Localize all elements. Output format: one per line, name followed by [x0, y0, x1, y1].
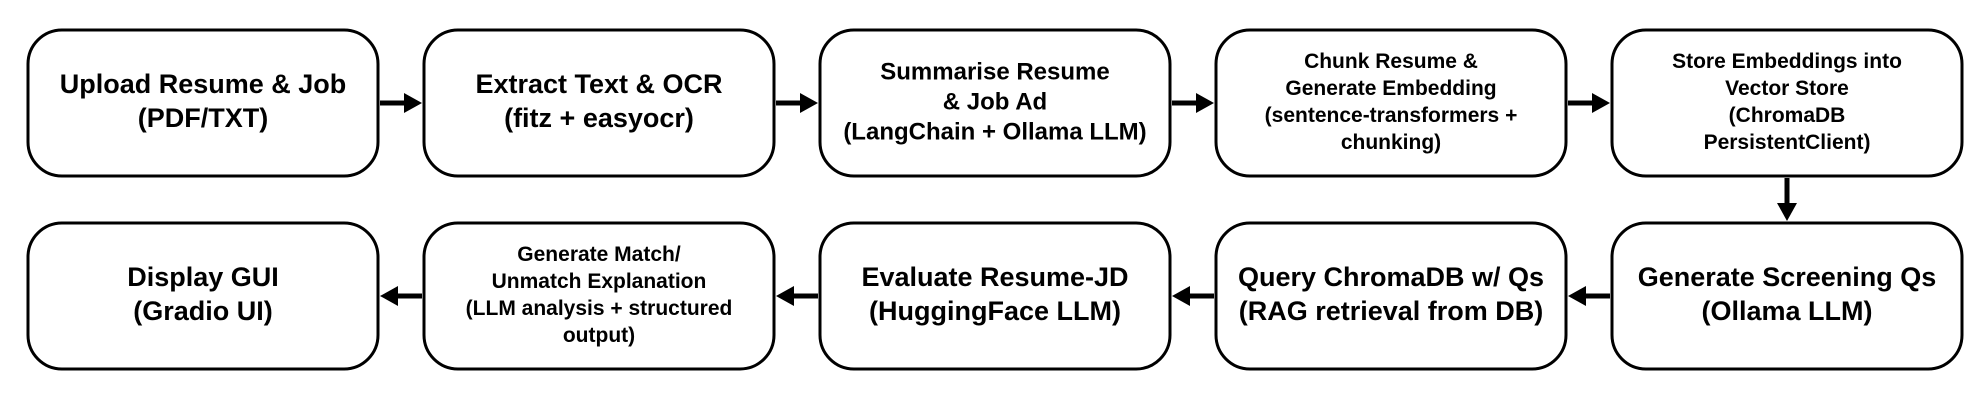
node-query: Query ChromaDB w/ Qs (RAG retrieval from … — [1214, 221, 1568, 371]
node-box-display — [26, 221, 380, 371]
node-box-store — [1610, 28, 1964, 178]
arrow-head-icon — [1172, 286, 1190, 306]
arrow-head-icon — [380, 286, 398, 306]
node-box-extract — [422, 28, 776, 178]
edge-query-to-evaluate — [1172, 286, 1214, 306]
node-label-evaluate-line-1: Evaluate Resume-JD — [861, 262, 1128, 292]
node-label-explain-line-1: Generate Match/ — [517, 243, 681, 266]
node-upload: Upload Resume & Job (PDF/TXT) — [26, 28, 380, 178]
arrow-head-icon — [800, 93, 818, 113]
edge-store-to-screening — [1777, 178, 1797, 221]
node-label-store-line-1: Store Embeddings into — [1672, 50, 1902, 73]
node-label-explain-line-4: output) — [563, 324, 635, 347]
node-chunk: Chunk Resume & Generate Embedding (sentenc… — [1214, 28, 1568, 178]
node-label-chunk-line-1: Chunk Resume & — [1304, 50, 1478, 73]
edge-chunk-to-store — [1568, 93, 1610, 113]
node-label-extract-line-1: Extract Text & OCR — [475, 69, 722, 99]
node-box-summarise — [818, 28, 1172, 178]
node-label-upload-line-1: Upload Resume & Job — [60, 69, 347, 99]
node-box-upload — [26, 28, 380, 178]
arrow-head-icon — [776, 286, 794, 306]
node-label-display-line-1: Display GUI — [127, 262, 279, 292]
node-box-query — [1214, 221, 1568, 371]
node-label-summarise-line-1: Summarise Resume — [880, 58, 1109, 85]
node-label-chunk-line-4: chunking) — [1341, 131, 1441, 154]
node-label-store-line-3: (ChromaDB — [1729, 104, 1846, 127]
node-box-explain — [422, 221, 776, 371]
node-label-screening-line-1: Generate Screening Qs — [1638, 262, 1937, 292]
node-label-summarise-line-2: & Job Ad — [943, 88, 1047, 115]
arrow-head-icon — [404, 93, 422, 113]
node-display: Display GUI (Gradio UI) — [26, 221, 380, 371]
edge-explain-to-display — [380, 286, 422, 306]
node-extract: Extract Text & OCR (fitz + easyocr) — [422, 28, 776, 178]
node-label-summarise-line-3: (LangChain + Ollama LLM) — [843, 118, 1146, 145]
node-label-chunk-line-2: Generate Embedding — [1285, 77, 1496, 100]
node-box-evaluate — [818, 221, 1172, 371]
arrow-head-icon — [1777, 203, 1797, 221]
node-label-screening-line-2: (Ollama LLM) — [1701, 296, 1872, 326]
node-label-upload-line-2: (PDF/TXT) — [138, 103, 268, 133]
node-explain: Generate Match/Unmatch Explanation (LLM a… — [422, 221, 776, 371]
node-label-query-line-2: (RAG retrieval from DB) — [1239, 296, 1544, 326]
node-label-store-line-2: Vector Store — [1725, 77, 1849, 100]
node-label-extract-line-2: (fitz + easyocr) — [504, 103, 694, 133]
node-evaluate: Evaluate Resume-JD (HuggingFace LLM) — [818, 221, 1172, 371]
edge-upload-to-extract — [380, 93, 422, 113]
node-label-display-line-2: (Gradio UI) — [133, 296, 273, 326]
node-box-screening — [1610, 221, 1964, 371]
edge-summarise-to-chunk — [1172, 93, 1214, 113]
node-label-store-line-4: PersistentClient) — [1704, 131, 1871, 154]
edge-screening-to-query — [1568, 286, 1610, 306]
edge-evaluate-to-explain — [776, 286, 818, 306]
edges-layer — [380, 93, 1797, 306]
edge-extract-to-summarise — [776, 93, 818, 113]
node-label-query-line-1: Query ChromaDB w/ Qs — [1238, 262, 1544, 292]
node-label-explain-line-2: Unmatch Explanation — [492, 270, 707, 293]
nodes-layer: Upload Resume & Job (PDF/TXT) Extract Text… — [26, 28, 1964, 371]
node-summarise: Summarise Resume & Job Ad (LangChain + Oll… — [818, 28, 1172, 178]
node-label-evaluate-line-2: (HuggingFace LLM) — [869, 296, 1121, 326]
node-screening: Generate Screening Qs (Ollama LLM) — [1610, 221, 1964, 371]
node-box-chunk — [1214, 28, 1568, 178]
node-label-chunk-line-3: (sentence-transformers + — [1265, 104, 1518, 127]
arrow-head-icon — [1196, 93, 1214, 113]
arrow-head-icon — [1568, 286, 1586, 306]
arrow-head-icon — [1592, 93, 1610, 113]
node-label-explain-line-3: (LLM analysis + structured — [466, 297, 733, 320]
